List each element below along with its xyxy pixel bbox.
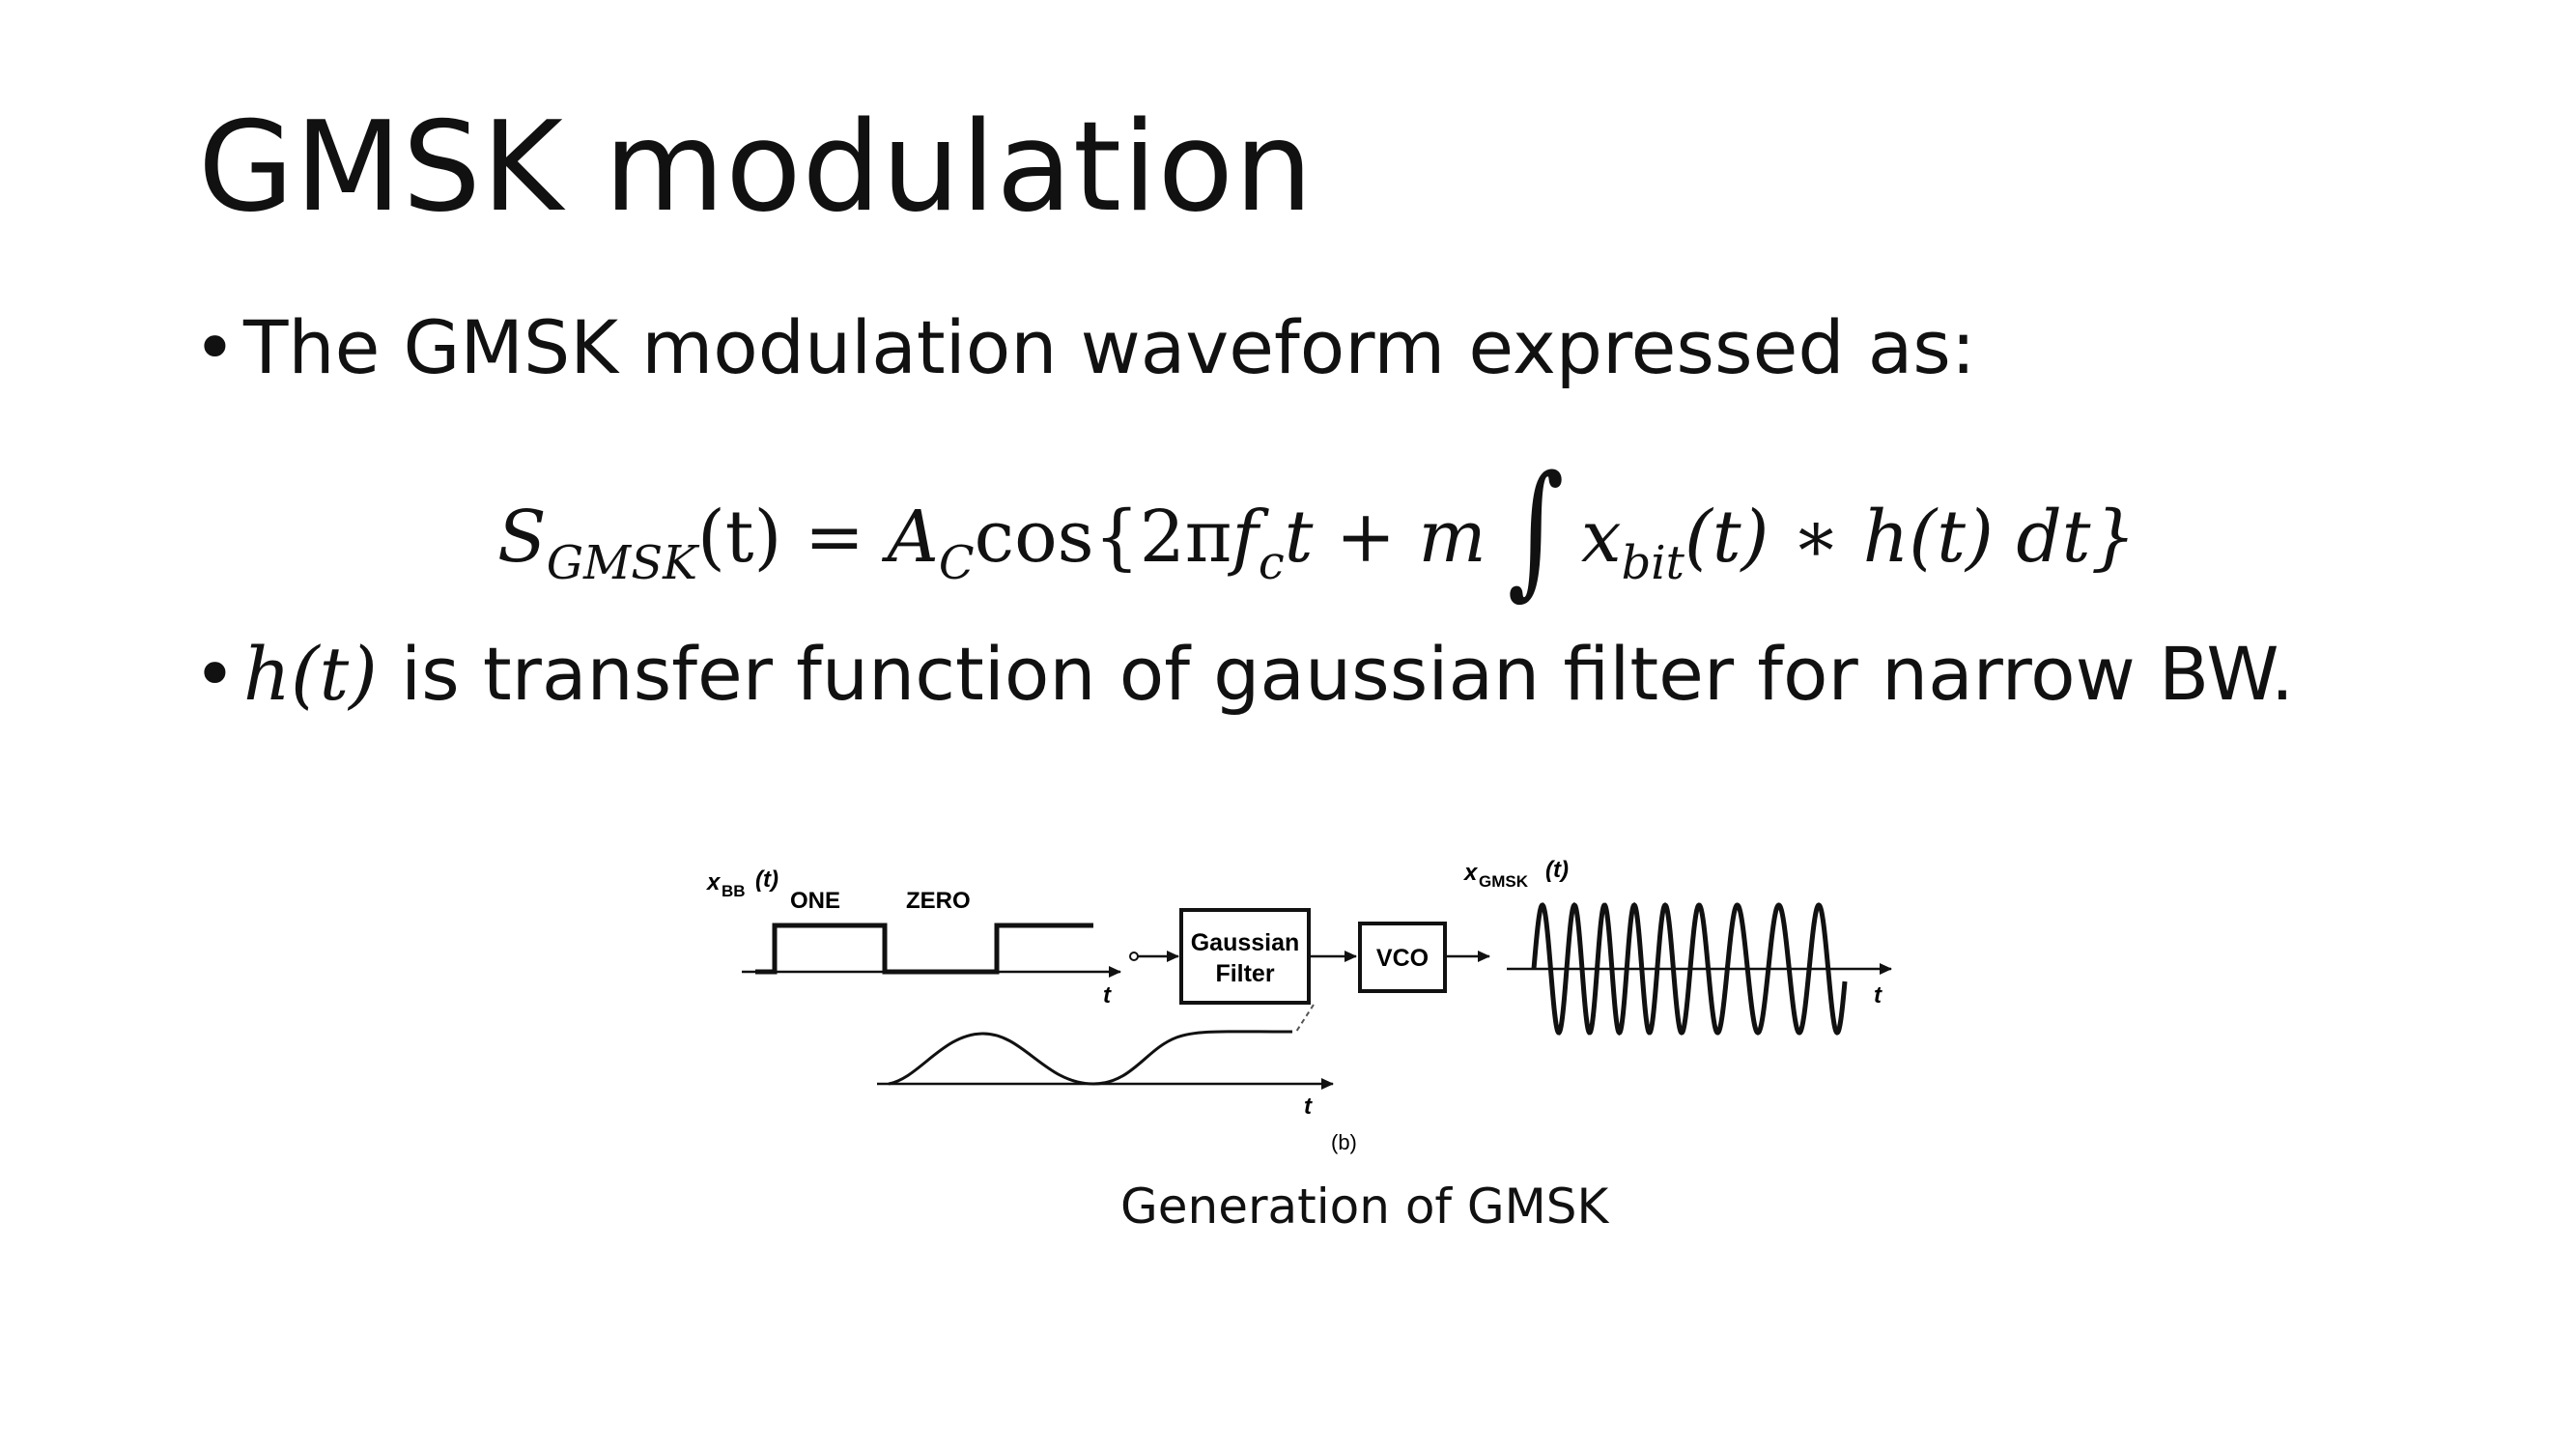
bullet-marker: • — [193, 631, 237, 717]
x-gmsk-label: x — [1462, 860, 1479, 886]
input-axis-t: t — [1103, 982, 1112, 1009]
one-label: ONE — [790, 888, 840, 914]
input-square-wave — [755, 923, 1093, 975]
vco-block — [1358, 922, 1447, 993]
gaussian-filtered-wave — [888, 1030, 1293, 1086]
filtered-axis-t: t — [1304, 1094, 1313, 1120]
x-bb-label: x — [705, 869, 722, 895]
eq-lhs-base: S — [497, 496, 547, 579]
eq-integral-sign: ∫ — [1507, 445, 1565, 613]
bullet-waveform: •The GMSK modulation waveform expressed … — [193, 311, 1976, 384]
x-bb-sub: BB — [722, 882, 746, 900]
filter-label-1: Gaussian — [1191, 929, 1300, 956]
eq-freq-base: f — [1231, 496, 1259, 579]
eq-cos: cos{2π — [974, 496, 1232, 579]
zero-label: ZERO — [906, 888, 971, 914]
x-gmsk-sub: GMSK — [1479, 872, 1529, 891]
eq-x-sub: bit — [1621, 536, 1684, 590]
eq-lhs-arg: (t) = — [696, 496, 888, 579]
eq-tail: (t) ∗ h(t) dt} — [1684, 496, 2137, 579]
bullet-text: The GMSK modulation waveform expressed a… — [243, 304, 1976, 390]
gmsk-equation: SGMSK(t) = ACcos{2πfct + m∫xbit(t) ∗ h(t… — [497, 440, 2137, 602]
bullet-math: h(t) — [243, 631, 378, 717]
bullet-text: is transfer function of gaussian filter … — [377, 631, 2294, 717]
bullet-marker: • — [193, 304, 237, 390]
bullet-transfer-function: •h(t) is transfer function of gaussian f… — [193, 638, 2294, 711]
eq-x-base: x — [1580, 496, 1622, 579]
eq-t-plus-m: t + m — [1284, 496, 1486, 579]
input-node — [1129, 952, 1139, 961]
x-bb-arg: (t) — [755, 867, 778, 893]
eq-lhs-sub: GMSK — [546, 536, 697, 590]
output-axis-t: t — [1874, 982, 1882, 1009]
eq-freq-sub: c — [1258, 536, 1285, 590]
eq-amp-sub: C — [938, 536, 975, 590]
gmsk-block-diagram: x BB (t) ONE ZERO t Gaussian Filter VCO … — [705, 857, 1892, 1154]
figure-sub-label: (b) — [1331, 1130, 1357, 1154]
eq-amp-base: A — [887, 496, 939, 579]
gaussian-filter-block — [1179, 908, 1311, 1005]
x-gmsk-arg: (t) — [1545, 857, 1569, 883]
vco-label: VCO — [1376, 945, 1429, 972]
slide-title: GMSK modulation — [198, 96, 1315, 240]
filter-output-link — [1295, 1004, 1315, 1033]
figure-caption: Generation of GMSK — [1120, 1179, 1609, 1235]
filter-label-2: Filter — [1215, 960, 1274, 987]
gmsk-output-wave — [1531, 901, 1848, 1037]
